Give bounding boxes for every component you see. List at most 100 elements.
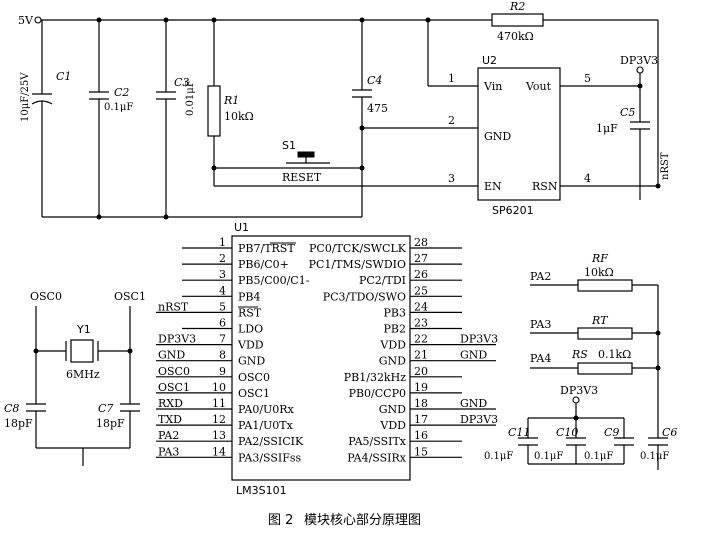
rs-value: 0.1kΩ [598, 348, 631, 361]
u2-part: SP6201 [492, 204, 534, 217]
c8-ref: C8 [4, 402, 19, 415]
pin-name: PB3 [384, 306, 406, 319]
pin-name: PA0/U0Rx [238, 403, 295, 416]
pin-number: 15 [414, 445, 428, 458]
rs-ref: RS [571, 348, 588, 361]
c1-ref: C1 [56, 70, 71, 83]
c7-value: 18pF [96, 417, 125, 430]
pin-number: 6 [219, 317, 226, 330]
pin-number: 11 [212, 397, 226, 410]
u1-right-pin: 25 PC3/TDO/SWO [323, 284, 462, 303]
rf-value: 10kΩ [584, 266, 614, 279]
pin-name: LDO [238, 323, 263, 336]
r2-ref: R2 [509, 0, 525, 13]
u2-pin1-name: Vin [483, 80, 502, 93]
pin-net-label: TXD [158, 413, 182, 426]
pin-number: 9 [219, 365, 226, 378]
pin-name: PC3/TDO/SWO [323, 290, 406, 303]
r2-resistor [491, 13, 544, 27]
figure-caption: 模块核心部分原理图 [304, 513, 421, 528]
pin-name: PB6/C0+ [238, 258, 289, 271]
pin-name: PA4/SSIRx [347, 451, 407, 464]
osc0-label: OSC0 [30, 290, 62, 303]
u1-part: LM3S101 [236, 484, 287, 497]
pin-name: GND [379, 355, 406, 368]
pin-number: 19 [414, 381, 428, 394]
u1-left-pin: 12 PA1/U0Tx TXD [156, 413, 294, 432]
decoupling-section: DP3V3 C11 0.1μF C10 0.1μF C9 0.1μF [484, 384, 634, 465]
nrst-label: nRST [660, 152, 671, 180]
c6-value: 0.1μF [640, 451, 669, 462]
pin-net-label: nRST [158, 300, 189, 313]
pin-net-label: PA2 [158, 429, 179, 442]
figure-number: 图 2 [268, 513, 293, 528]
pin-name: GND [379, 403, 406, 416]
u2-pin5-num: 5 [584, 72, 591, 85]
pin-name: VDD [237, 339, 264, 352]
c10-ref: C10 [556, 426, 578, 439]
pin-name: PA3/SSIFss [238, 451, 302, 464]
pin-number: 4 [219, 284, 226, 297]
pin-name: VDD [379, 339, 406, 352]
pin-number: 26 [414, 268, 428, 281]
c3-value: 0.01μF [185, 80, 196, 116]
dp3v3-top-label: DP3V3 [620, 54, 658, 67]
u1-ref: U1 [234, 221, 249, 234]
u2-pin3-num: 3 [448, 172, 455, 185]
supply-terminal [34, 16, 42, 24]
pin-net-label: GND [460, 349, 487, 362]
c9-ref: C9 [604, 426, 619, 439]
pin-number: 1 [219, 236, 226, 249]
c5-ref: C5 [620, 106, 635, 119]
osc1-label: OSC1 [114, 290, 146, 303]
pin-net-label: DP3V3 [460, 413, 498, 426]
pin-name: PA1/U0Tx [238, 419, 294, 432]
pin-number: 14 [212, 445, 226, 458]
u2-pin4-num: 4 [584, 172, 591, 185]
pin-number: 7 [219, 333, 226, 346]
rt-ref: RT [591, 314, 609, 327]
c11-ref: C11 [508, 426, 530, 439]
pin-number: 25 [414, 284, 428, 297]
pin-name: PC2/TDI [359, 274, 406, 287]
r2-value: 470kΩ [497, 30, 534, 43]
power-section: 5V R2 470kΩ C1 10μF/25V C2 0.1μF C3 0.01… [18, 0, 659, 220]
pin-number: 16 [414, 429, 428, 442]
r1-value: 10kΩ [224, 110, 254, 123]
pin-name: PC1/TMS/SWDIO [309, 258, 406, 271]
c7-ref: C7 [98, 402, 113, 415]
pin-number: 12 [212, 413, 226, 426]
c2-value: 0.1μF [104, 102, 133, 113]
pin-number: 28 [414, 236, 428, 249]
c3-ref: C3 [174, 76, 189, 89]
pin-name: PB1/32kHz [344, 371, 406, 384]
pin-net-label: OSC0 [158, 365, 190, 378]
u2-pin1-num: 1 [448, 72, 455, 85]
sense-section: PA2 RF 10kΩ PA3 RT PA4 RS 0.1kΩ C6 0.1μF [530, 252, 677, 470]
c8-value: 18pF [4, 417, 33, 430]
supply-label: 5V [18, 14, 34, 27]
u1-left-pin: 2 PB6/C0+ [182, 252, 289, 271]
pin-net-label: OSC1 [158, 381, 190, 394]
c5-value: 1μF [596, 122, 618, 135]
pin-number: 2 [219, 252, 226, 265]
